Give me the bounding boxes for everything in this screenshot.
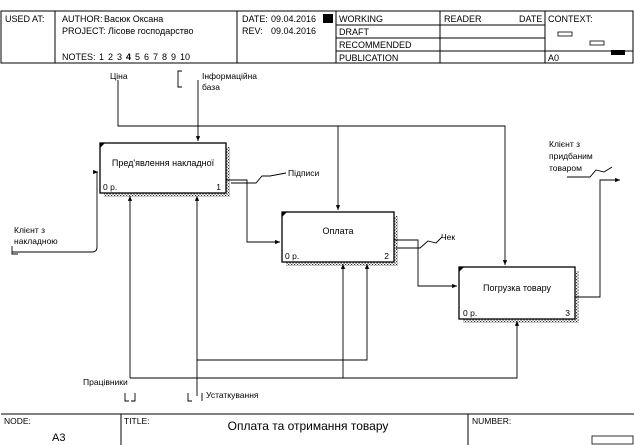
- arrow-client-output: [575, 177, 620, 298]
- arrow-price-to-box3: [117, 80, 508, 265]
- activity-number-1: 1: [216, 182, 221, 192]
- label-client-in-1: Клієнт з: [14, 225, 45, 235]
- label-workers: Працівники: [83, 377, 128, 387]
- context-node: A0: [548, 53, 559, 63]
- notes-label: NOTES:: [62, 52, 96, 62]
- notes-number: 1: [99, 52, 104, 62]
- arrow-equipment-to-box2: [197, 264, 370, 361]
- label-signatures: Підписи: [288, 168, 320, 178]
- rev-value: 09.04.2016: [271, 26, 316, 36]
- context-label: CONTEXT:: [548, 14, 593, 24]
- reader-date-label: DATE: [519, 14, 542, 24]
- status-publication: PUBLICATION: [339, 53, 398, 63]
- label-info-base-2: база: [202, 82, 220, 92]
- project-value: Лісове господарство: [108, 26, 194, 36]
- notes-number: 5: [135, 52, 140, 62]
- label-client-out-2: придбаним: [549, 151, 593, 161]
- label-client-out-1: Клієнт з: [549, 139, 580, 149]
- context-diagram-icon: [557, 31, 625, 55]
- label-price: Ціна: [110, 71, 128, 81]
- node-value: A3: [52, 432, 65, 444]
- notes-number: 2: [108, 52, 113, 62]
- label-client-out-3: товаром: [549, 163, 582, 173]
- notes-number: 10: [180, 52, 190, 62]
- label-info-base-1: Інформаційна: [202, 71, 257, 81]
- activity-cost-3: 0 р.: [463, 308, 477, 318]
- label-equipment: Устаткування: [206, 390, 259, 400]
- activity-title-3: Погрузка товару: [483, 283, 552, 293]
- number-label: NUMBER:: [472, 416, 511, 426]
- activity-cost-1: 0 р.: [103, 182, 117, 192]
- notes-number: 9: [171, 52, 176, 62]
- reader-label: READER: [444, 14, 482, 24]
- title-label: TITLE:: [124, 416, 150, 426]
- notes-number: 6: [144, 52, 149, 62]
- footer-frame: [1, 413, 634, 445]
- notes-number: 4: [126, 52, 131, 62]
- label-check: Чек: [441, 232, 455, 242]
- notes-number: 7: [153, 52, 158, 62]
- activity-number-2: 2: [384, 251, 389, 261]
- status-working-marker: [323, 14, 333, 23]
- author-value: Васюк Оксана: [104, 14, 163, 24]
- node-label: NODE:: [4, 416, 31, 426]
- project-label: PROJECT:: [62, 26, 106, 36]
- status-working: WORKING: [339, 14, 383, 24]
- activity-cost-2: 0 р.: [285, 251, 299, 261]
- diagram-title: Оплата та отримання товару: [228, 419, 389, 433]
- activity-box-3[interactable]: Погрузка товару 0 р. 3: [458, 266, 579, 323]
- status-draft: DRAFT: [339, 27, 369, 37]
- status-recommended: RECOMMENDED: [339, 40, 412, 50]
- arrow-workers-to-box3: [130, 321, 520, 379]
- date-label: DATE:: [242, 14, 268, 24]
- activity-box-2[interactable]: Оплата 0 р. 2: [281, 211, 398, 266]
- arrow-client-out-squiggle: [567, 166, 613, 178]
- activity-box-1[interactable]: Пред'явлення накладної 0 р. 1: [99, 142, 230, 197]
- activity-number-3: 3: [565, 308, 570, 318]
- arrow-box2-to-box3: [394, 239, 457, 289]
- date-value: 09.04.2016: [271, 14, 316, 24]
- activity-title-2: Оплата: [323, 226, 354, 236]
- label-client-in-2: накладною: [14, 236, 58, 246]
- arrow-box1-to-box2: [226, 179, 280, 245]
- tunnel-brackets: [11, 70, 203, 402]
- activity-title-1: Пред'явлення накладної: [112, 158, 215, 168]
- arrow-signatures-squiggle: [231, 172, 287, 184]
- arrow-client-input: [12, 169, 98, 253]
- notes-numbers: 1 2 3 4 5 6 7 8 9 10: [99, 52, 190, 62]
- rev-label: REV:: [242, 26, 263, 36]
- arrow-check-squiggle: [396, 236, 443, 249]
- notes-number: 8: [162, 52, 167, 62]
- used-at-label: USED AT:: [5, 14, 44, 24]
- notes-number: 3: [117, 52, 122, 62]
- author-label: AUTHOR:: [62, 14, 103, 24]
